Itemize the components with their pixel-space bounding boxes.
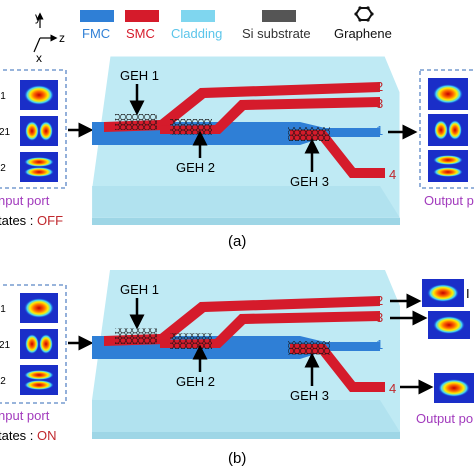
input-mode-tm0 (20, 365, 58, 395)
state-value: OFF (37, 213, 63, 228)
smc-waveguide-3 (160, 97, 380, 134)
smc-waveguide-3 (160, 311, 380, 348)
legend-label-smc: SMC (126, 26, 155, 41)
mode-label: 21 (0, 340, 11, 351)
substrate-edge (92, 218, 400, 225)
output-mode-1 (428, 78, 468, 110)
port-number-3: 3 (376, 96, 383, 111)
input-mode-te1 (20, 116, 58, 146)
geh-1-label: GEH 1 (120, 68, 159, 83)
port-number-2: 2 (376, 293, 383, 308)
legend-label-fmc: FMC (82, 26, 110, 41)
port-number-2: 2 (376, 79, 383, 94)
geh-3-graphene (288, 127, 330, 141)
geh-1-label: GEH 1 (120, 282, 159, 297)
output-mode-port-2 (422, 279, 464, 307)
mode-label: 21 (0, 127, 11, 138)
cladding-front-face (92, 400, 400, 432)
output-port-label: Output po (416, 411, 473, 426)
legend-label-cladding: Cladding (171, 26, 222, 41)
axis-x-label: x (36, 51, 42, 65)
input-mode-tm0 (20, 152, 58, 182)
geh-3-graphene (288, 341, 330, 355)
geh-2-label: GEH 2 (176, 160, 215, 175)
input-mode-te0 (20, 80, 58, 110)
legend-swatch-cladding (181, 10, 215, 22)
mode-label: l2 (0, 163, 6, 174)
legend-swatch-fmc (80, 10, 114, 22)
states-label: tates : OFF (0, 213, 63, 228)
input-port-label: nput port (0, 193, 50, 208)
state-value: ON (37, 428, 57, 443)
port-number-1: 1 (376, 123, 383, 138)
panel-a: l1 21 l2 nput port tates : OFF GEH 1 GEH… (0, 55, 474, 250)
geh-1-graphene (115, 114, 157, 130)
port-number-4: 4 (389, 167, 396, 182)
port-number-4: 4 (389, 381, 396, 396)
states-label: tates : ON (0, 428, 57, 443)
output-mode-port-4 (434, 373, 474, 403)
coordinate-axes: y z x (33, 10, 65, 65)
panel-a-caption: (a) (228, 233, 246, 250)
legend-label-graphene: Graphene (334, 26, 392, 41)
clipped-letter: I (466, 286, 470, 301)
legend-swatch-si-substrate (262, 10, 296, 22)
input-port-label: nput port (0, 408, 50, 423)
geh-1-graphene (115, 328, 157, 344)
output-mode-port-3 (428, 311, 470, 339)
geh-3-label: GEH 3 (290, 388, 329, 403)
mode-label: l1 (0, 304, 6, 315)
legend-label-si-substrate: Si substrate (242, 26, 311, 41)
output-mode-3 (428, 150, 468, 182)
port-number-1: 1 (376, 337, 383, 352)
legend-swatch-smc (125, 10, 159, 22)
geh-2-graphene (170, 119, 212, 135)
substrate-edge (92, 432, 400, 439)
output-mode-2 (428, 114, 468, 146)
mode-label: l2 (0, 376, 6, 387)
smc-waveguide-4 (290, 344, 385, 392)
axis-z-label: z (59, 31, 65, 45)
geh-2-label: GEH 2 (176, 374, 215, 389)
smc-waveguide-4 (290, 130, 385, 178)
graphene-hexagon-icon (354, 6, 374, 22)
geh-3-label: GEH 3 (290, 174, 329, 189)
panel-b: l1 21 l2 nput port tates : ON GEH 1 GEH … (0, 270, 474, 467)
input-mode-te1 (20, 329, 58, 359)
panel-b-caption: (b) (228, 450, 246, 467)
mode-label: l1 (0, 91, 6, 102)
port-number-3: 3 (376, 310, 383, 325)
geh-2-graphene (170, 333, 212, 349)
legend: FMC SMC Cladding Si substrate Graphene (80, 6, 392, 41)
cladding-front-face (92, 186, 400, 218)
output-port-label: Output p (424, 193, 474, 208)
input-mode-te0 (20, 293, 58, 323)
axis-y-label: y (35, 10, 41, 24)
